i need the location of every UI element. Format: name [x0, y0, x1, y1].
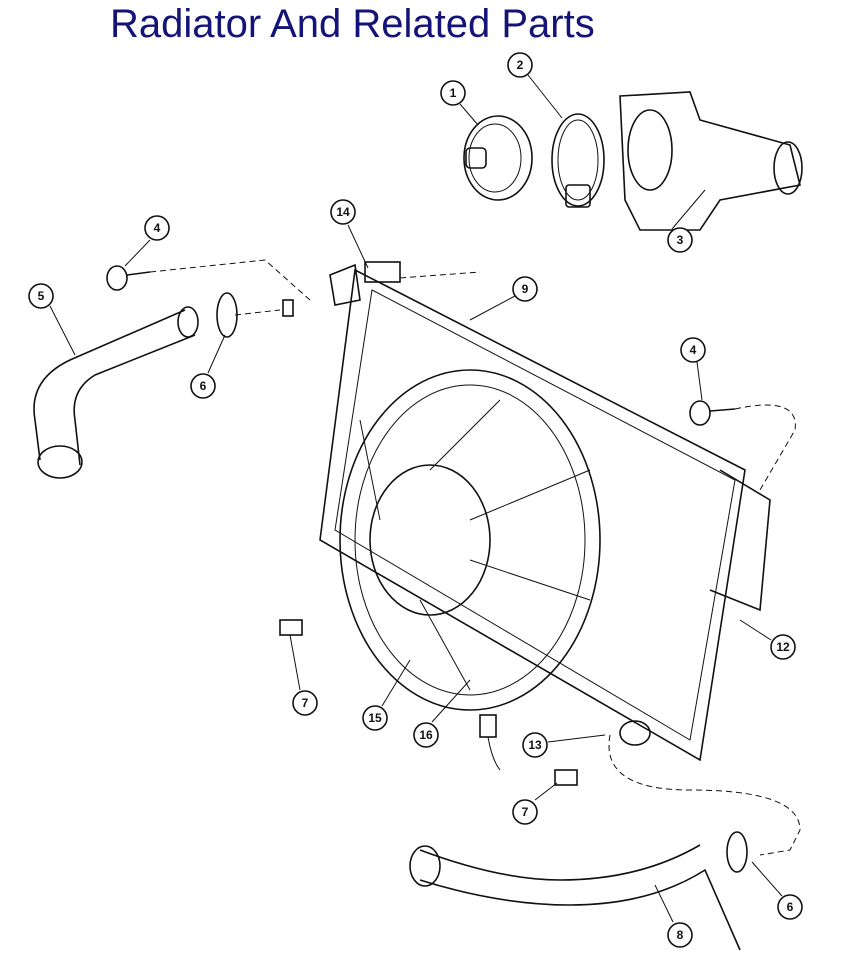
gasket-drawing	[551, 113, 605, 208]
thermostat-housing-drawing	[619, 91, 803, 231]
callout-2: 2	[507, 52, 533, 78]
callout-label: 1	[450, 86, 457, 100]
callout-label: 15	[368, 711, 382, 725]
callout-label: 12	[776, 640, 790, 654]
callout-leaders	[49, 74, 783, 923]
callout-1: 1	[440, 80, 466, 106]
callout-label: 2	[517, 58, 524, 72]
callout-label: 7	[302, 696, 309, 710]
callout-label: 5	[38, 289, 45, 303]
thermostat-drawing	[463, 115, 533, 201]
callout-label: 7	[522, 805, 529, 819]
page-title: Radiator And Related Parts	[110, 2, 595, 46]
callout-label: 8	[677, 928, 684, 942]
callout-label: 9	[522, 282, 529, 296]
lower-hose-drawing	[409, 720, 748, 951]
callout-12: 12	[770, 634, 796, 660]
callout-label: 6	[787, 900, 794, 914]
callout-5: 5	[28, 283, 54, 309]
callout-label: 3	[677, 233, 684, 247]
callout-label: 6	[200, 379, 207, 393]
callout-label: 14	[336, 205, 350, 219]
callout-7-left: 7	[292, 690, 318, 716]
callout-label: 13	[528, 738, 542, 752]
fan-shroud-drawing	[339, 369, 601, 771]
callout-7-lower: 7	[512, 799, 538, 825]
callout-label: 16	[419, 728, 433, 742]
callout-9: 9	[512, 276, 538, 302]
callout-4-right: 4	[680, 337, 706, 363]
callout-3: 3	[667, 227, 693, 253]
callout-6-upper: 6	[190, 373, 216, 399]
callout-4-upper: 4	[144, 215, 170, 241]
radiator-drawing	[319, 261, 771, 762]
callout-8: 8	[667, 922, 693, 948]
callout-16: 16	[413, 722, 439, 748]
callout-6-lower: 6	[777, 894, 803, 920]
callout-label: 4	[690, 343, 697, 357]
upper-hose-drawing	[33, 292, 238, 479]
assembly-leaders	[149, 259, 801, 856]
callout-label: 4	[154, 221, 161, 235]
small-parts-drawing	[106, 265, 736, 786]
callout-15: 15	[362, 705, 388, 731]
callout-14: 14	[330, 199, 356, 225]
callout-13: 13	[522, 732, 548, 758]
